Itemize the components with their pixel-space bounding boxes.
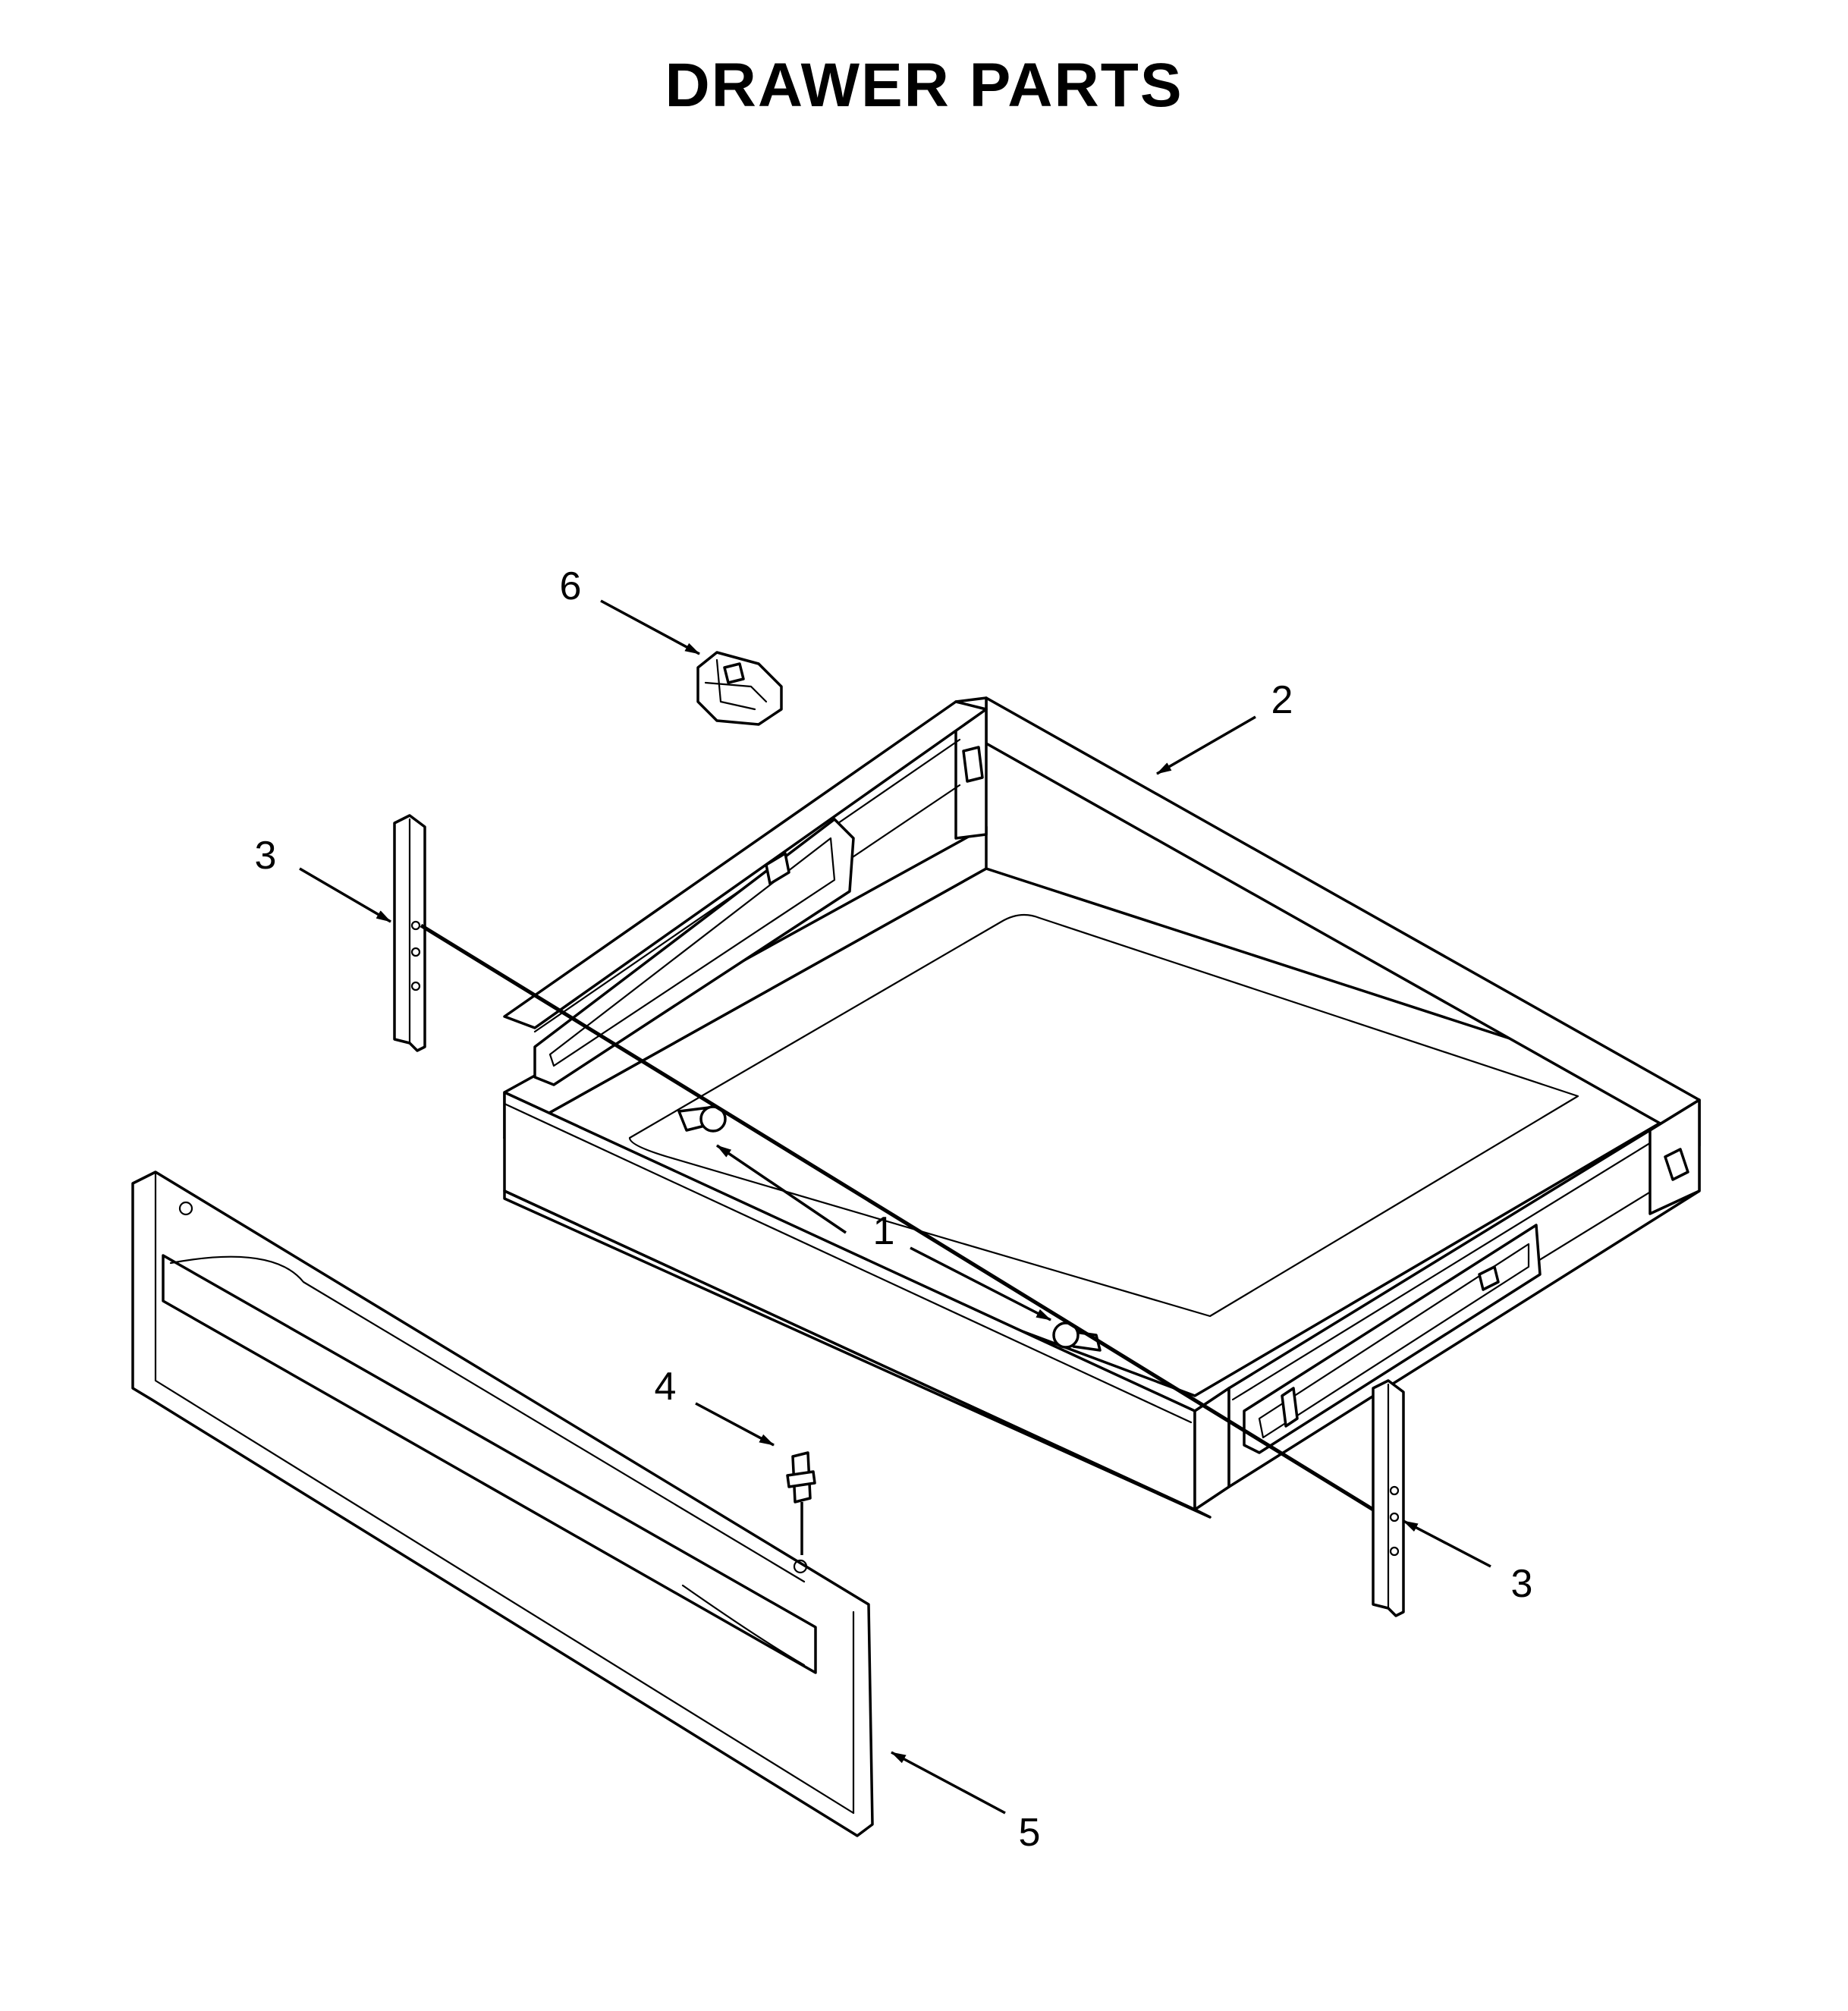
callout-2: 2 (1271, 678, 1293, 722)
drawer-tray (503, 696, 1701, 1519)
callout-5: 5 (1019, 1811, 1041, 1855)
callout-4: 4 (655, 1365, 677, 1409)
screw-left (677, 1105, 727, 1133)
leader-3b (1403, 1519, 1491, 1568)
callout-3-right: 3 (1511, 1562, 1533, 1606)
drawer-clip-part (696, 651, 783, 726)
slide-bracket-left (393, 814, 426, 1052)
leader-1a (716, 1144, 847, 1234)
leader-5 (891, 1751, 1006, 1815)
assembly-axis (420, 923, 1375, 1512)
leader-3a (299, 867, 391, 923)
callout-3-left: 3 (255, 834, 277, 878)
slide-bracket-right (1372, 1379, 1405, 1617)
leader-1b (910, 1246, 1051, 1321)
drawer-front-panel (131, 1170, 874, 1837)
leader-6 (600, 599, 700, 655)
leader-2 (1156, 715, 1256, 775)
callout-1: 1 (873, 1209, 895, 1253)
callout-6: 6 (560, 564, 582, 608)
pin-part (786, 1451, 816, 1555)
page-title: DRAWER PARTS (665, 51, 1183, 120)
leader-4 (695, 1402, 775, 1447)
